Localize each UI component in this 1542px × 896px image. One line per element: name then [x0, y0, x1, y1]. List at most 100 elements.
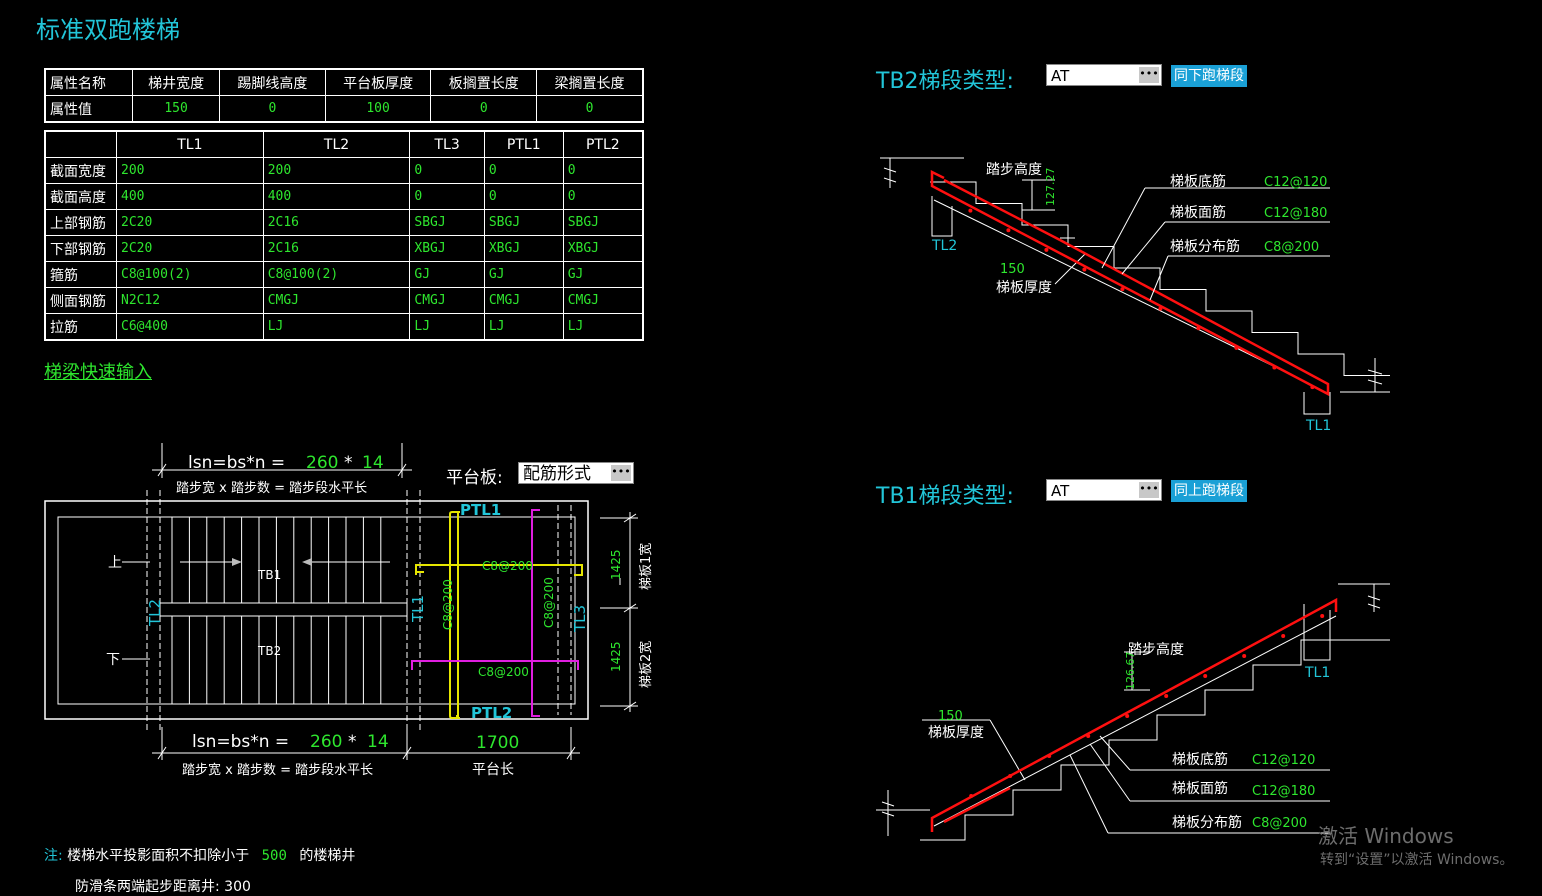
tb1-type-select[interactable]: AT ••• [1046, 479, 1162, 501]
beam-table: TL1 TL2 TL3 PTL1 PTL2 截面宽度 200 200 0 0 0… [44, 130, 644, 341]
rebar-vertical-2-label: C8@200 [542, 577, 556, 628]
beam-cell[interactable]: 2C20 [116, 209, 264, 236]
props-header: 梯井宽度 [132, 68, 221, 96]
beam-cell[interactable]: 2C16 [262, 209, 411, 236]
beam-cell[interactable]: 0 [483, 157, 564, 184]
platform-select[interactable]: 配筋形式 ••• [518, 462, 634, 484]
note-text-1: 楼梯水平投影面积不扣除小于 [67, 848, 250, 864]
width-2-value: 1425 [609, 641, 623, 672]
beam-cell[interactable]: LJ [409, 313, 485, 341]
bottom-star: * [348, 732, 357, 752]
bottom-caption: 踏步宽 x 踏步数 = 踏步段水平长 [182, 762, 373, 778]
same-as-upper-flight-button[interactable]: 同上跑梯段 [1171, 480, 1247, 502]
beam-cell[interactable]: LJ [562, 313, 644, 341]
beam-cell[interactable]: C6@400 [116, 313, 264, 341]
beam-cell[interactable]: 200 [262, 157, 411, 184]
beam-cell[interactable]: LJ [262, 313, 411, 341]
beam-cell[interactable]: C8@100(2) [116, 261, 264, 288]
beam-cell[interactable]: SBGJ [562, 209, 644, 236]
tb1-top-bar-value: C12@180 [1252, 784, 1315, 799]
same-as-lower-flight-button[interactable]: 同下跑梯段 [1171, 65, 1247, 87]
beam-cell[interactable]: 2C20 [116, 235, 264, 262]
props-value-cell[interactable]: 0 [430, 95, 538, 123]
ellipsis-icon[interactable]: ••• [611, 465, 631, 481]
rebar-dot [1086, 734, 1091, 738]
beam-row-label: 下部钢筋 [44, 235, 117, 262]
beam-row-label: 拉筋 [44, 313, 117, 341]
props-header: 梁搁置长度 [536, 68, 644, 96]
tb2-type-select[interactable]: AT ••• [1046, 64, 1162, 86]
props-value-cell[interactable]: 150 [132, 95, 221, 123]
top-step-width: 260 [306, 453, 338, 473]
tb1-label: TB1 [257, 568, 281, 582]
beam-cell[interactable]: 400 [116, 183, 264, 210]
beam-cell[interactable]: XBGJ [409, 235, 485, 262]
rebar-dot [1164, 694, 1169, 698]
props-value-cell[interactable]: 0 [219, 95, 326, 123]
stair-plan-drawing: lsn=bs*n = 260 * 14 踏步宽 x 踏步数 = 踏步段水平长 l… [44, 443, 654, 778]
beam-cell[interactable]: CMGJ [409, 287, 485, 314]
beam-cell[interactable]: 200 [116, 157, 264, 184]
note-text-2: 的楼梯井 [299, 848, 356, 864]
beam-cell[interactable]: 400 [262, 183, 411, 210]
beam-column-header: PTL2 [562, 130, 644, 158]
props-header: 平台板厚度 [324, 68, 432, 96]
beam-cell[interactable]: SBGJ [483, 209, 564, 236]
rebar-dot [1125, 714, 1130, 718]
tb2-type-value: AT [1051, 67, 1070, 85]
props-value-cell[interactable]: 100 [324, 95, 432, 123]
platform-length: 1700 [476, 733, 519, 753]
beam-cell[interactable]: C8@100(2) [262, 261, 411, 288]
props-value-cell[interactable]: 0 [536, 95, 644, 123]
rebar-dot [1203, 674, 1208, 678]
tb1-thickness-value: 150 [938, 709, 963, 724]
beam-cell[interactable]: GJ [483, 261, 564, 288]
tb2-section-drawing: 踏步高度 127.27 150 梯板厚度 梯板底筋 C12@120 梯板面筋 C… [880, 157, 1390, 434]
rebar-dot [1047, 754, 1052, 758]
platform-length-label: 平台长 [472, 762, 514, 778]
ptl2-label: PTL2 [471, 704, 512, 722]
beam-cell[interactable]: CMGJ [483, 287, 564, 314]
beam-cell[interactable]: SBGJ [409, 209, 485, 236]
activation-watermark-title: 激活 Windows [1318, 824, 1454, 848]
tb1-step-height-value: 126.67 [1124, 652, 1137, 691]
beam-corner-cell [44, 130, 117, 158]
beam-cell[interactable]: 0 [409, 183, 485, 210]
beam-cell[interactable]: N2C12 [116, 287, 264, 314]
beam-cell[interactable]: GJ [409, 261, 485, 288]
rebar-vertical-1-label: C8@200 [441, 579, 455, 630]
beam-cell[interactable]: LJ [483, 313, 564, 341]
width-1-label: 梯板1宽 [638, 543, 654, 590]
beam-cell[interactable]: 0 [562, 183, 644, 210]
beam-cell[interactable]: 0 [483, 183, 564, 210]
platform-label: 平台板: [446, 468, 503, 488]
ellipsis-icon[interactable]: ••• [1139, 67, 1159, 83]
note-value[interactable]: 500 [261, 848, 287, 864]
rebar-bottom-label: C8@200 [478, 665, 529, 679]
rebar-dot [1234, 345, 1239, 350]
beam-cell[interactable]: XBGJ [562, 235, 644, 262]
ellipsis-icon[interactable]: ••• [1139, 482, 1159, 498]
note-prefix: 注: [44, 848, 63, 864]
beam-column-header: TL3 [409, 130, 485, 158]
beam-column-header: TL1 [116, 130, 264, 158]
beam-cell[interactable]: CMGJ [562, 287, 644, 314]
down-label: 下 [106, 652, 120, 668]
rebar-dot [1120, 287, 1125, 292]
rebar-dot [1082, 267, 1087, 272]
beam-cell[interactable]: XBGJ [483, 235, 564, 262]
tb1-dist-bar-label: 梯板分布筋 [1172, 814, 1242, 831]
tb1-step-height-label: 踏步高度 [1128, 641, 1184, 658]
beam-quick-input-link[interactable]: 梯梁快速输入 [44, 362, 152, 383]
tb1-thickness-label: 梯板厚度 [928, 725, 984, 741]
beam-cell[interactable]: 2C16 [262, 235, 411, 262]
tb2-right-beam-label: TL1 [1305, 418, 1331, 434]
beam-row-label: 箍筋 [44, 261, 117, 288]
beam-cell[interactable]: 0 [409, 157, 485, 184]
beam-column-header: PTL1 [483, 130, 564, 158]
beam-cell[interactable]: GJ [562, 261, 644, 288]
bottom-step-count: 14 [367, 732, 389, 752]
beam-cell[interactable]: CMGJ [262, 287, 411, 314]
props-header: 属性名称 [44, 68, 134, 96]
beam-cell[interactable]: 0 [562, 157, 644, 184]
